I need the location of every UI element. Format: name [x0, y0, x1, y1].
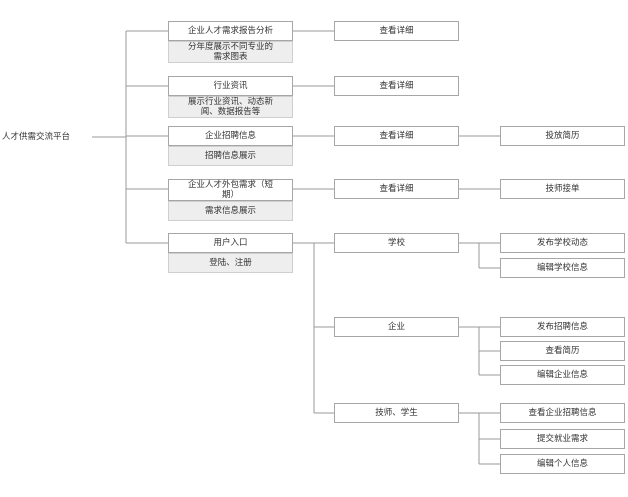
- module-2-next[interactable]: 投放简历: [500, 126, 625, 146]
- role-0-label[interactable]: 学校: [334, 233, 459, 253]
- module-3-title[interactable]: 企业人才外包需求（短 期）: [168, 179, 293, 201]
- role-2-action-2[interactable]: 编辑个人信息: [500, 454, 625, 474]
- module-4-desc: 登陆、注册: [168, 253, 293, 273]
- role-2-action-1[interactable]: 提交就业需求: [500, 429, 625, 449]
- module-1-title[interactable]: 行业资讯: [168, 76, 293, 96]
- module-3-desc: 需求信息展示: [168, 201, 293, 221]
- module-0-title[interactable]: 企业人才需求报告分析: [168, 21, 293, 41]
- module-2-title[interactable]: 企业招聘信息: [168, 126, 293, 146]
- role-1-action-0[interactable]: 发布招聘信息: [500, 317, 625, 337]
- role-1-label[interactable]: 企业: [334, 317, 459, 337]
- role-1-action-2[interactable]: 编辑企业信息: [500, 365, 625, 385]
- module-0-action[interactable]: 查看详细: [334, 21, 459, 41]
- role-2-label[interactable]: 技师、学生: [334, 403, 459, 423]
- module-1-desc: 展示行业资讯、动态新 闻、数据报告等: [168, 96, 293, 118]
- module-0-desc: 分年度展示不同专业的 需求图表: [168, 41, 293, 63]
- module-2-desc: 招聘信息展示: [168, 146, 293, 166]
- role-0-action-1[interactable]: 编辑学校信息: [500, 258, 625, 278]
- role-1-action-1[interactable]: 查看简历: [500, 341, 625, 361]
- module-3-action[interactable]: 查看详细: [334, 179, 459, 199]
- module-3-next[interactable]: 技师接单: [500, 179, 625, 199]
- role-2-action-0[interactable]: 查看企业招聘信息: [500, 403, 625, 423]
- role-0-action-0[interactable]: 发布学校动态: [500, 233, 625, 253]
- root-node: 人才供需交流平台: [2, 132, 71, 142]
- module-1-action[interactable]: 查看详细: [334, 76, 459, 96]
- module-4-title[interactable]: 用户入口: [168, 233, 293, 253]
- module-2-action[interactable]: 查看详细: [334, 126, 459, 146]
